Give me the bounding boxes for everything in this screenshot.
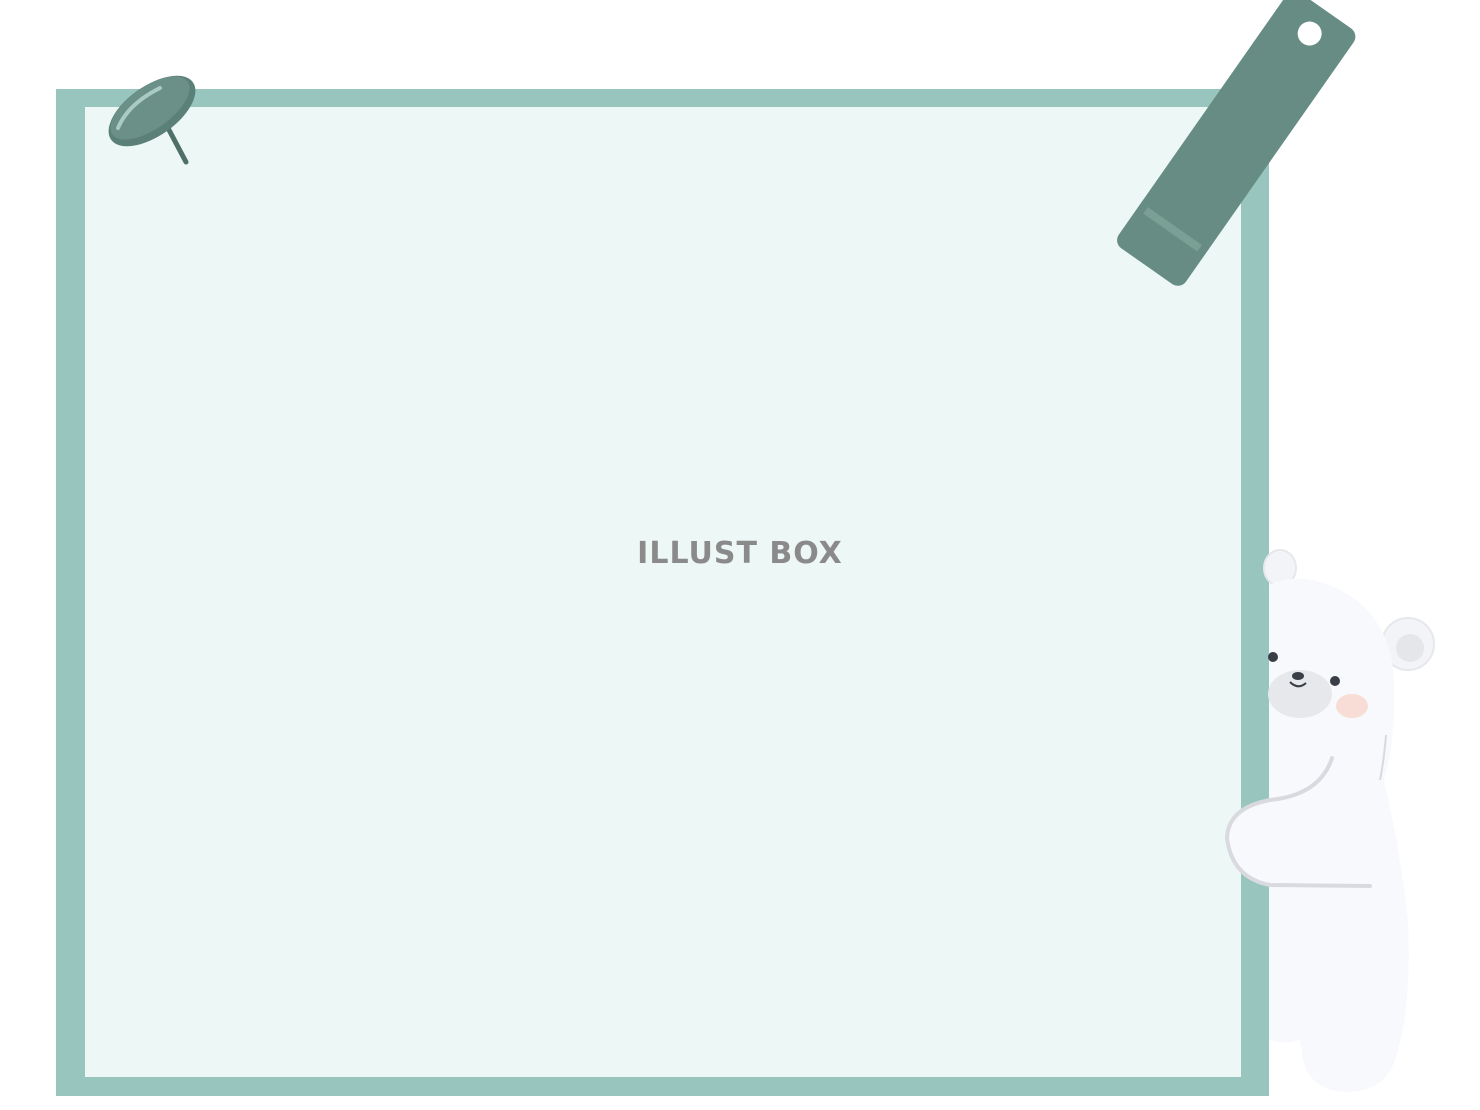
watermark-text: ILLUST BOX (637, 536, 843, 571)
paper-tag-icon (1117, 0, 1356, 286)
push-pin-icon (108, 75, 196, 165)
polar-bear-illustration (1224, 549, 1435, 1092)
note-paper (85, 107, 1241, 1077)
